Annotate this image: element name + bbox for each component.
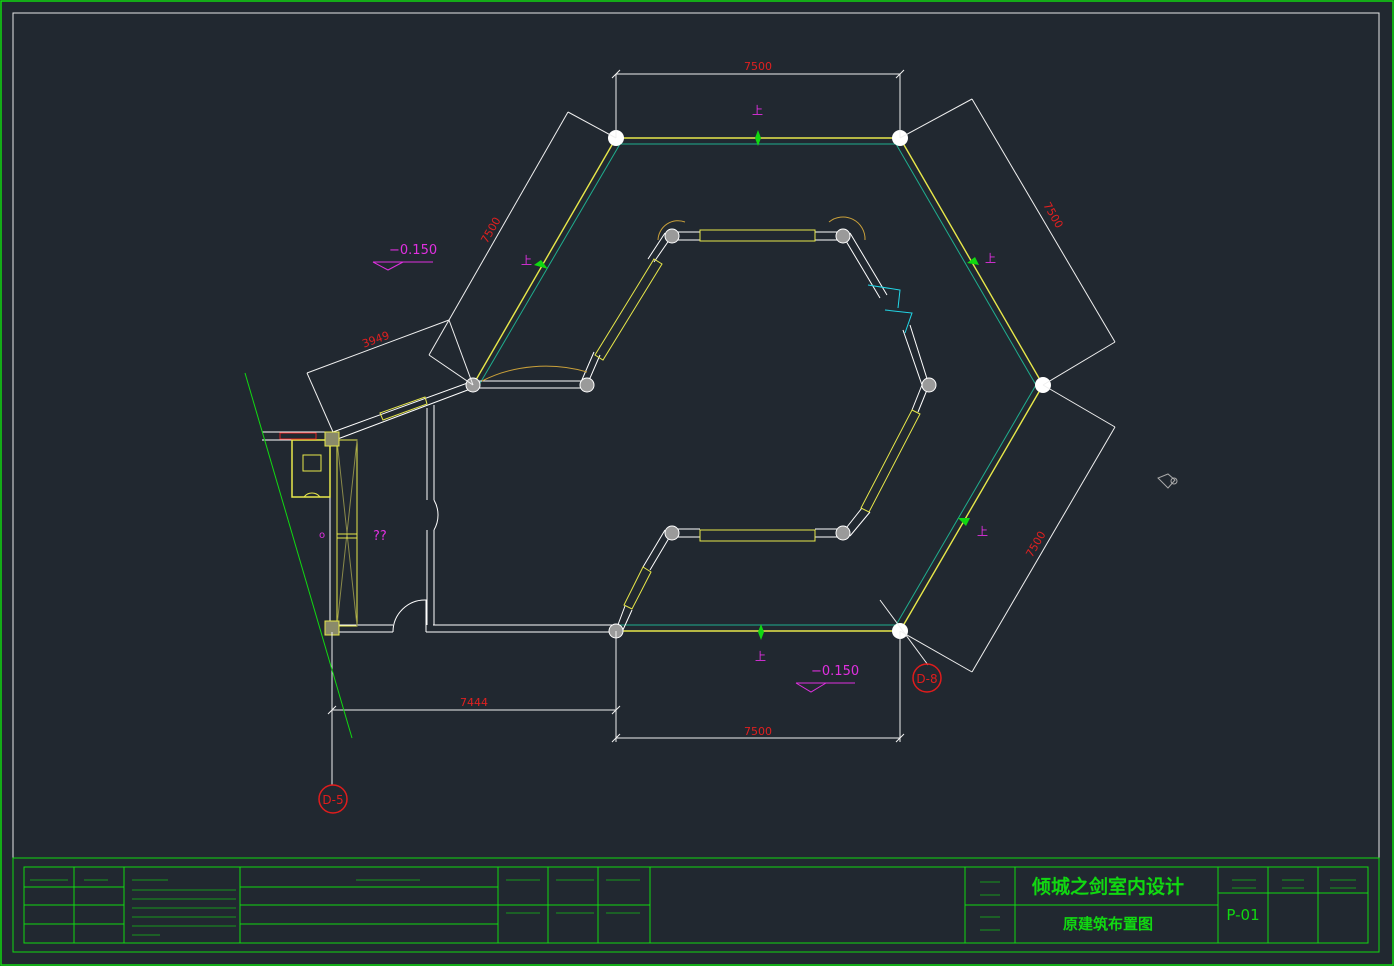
section-mark-right: 上 <box>985 252 996 265</box>
dimension-texts: 7500 7500 7500 7500 7500 3949 7444 <box>360 60 1065 738</box>
section-mark-left: 上 <box>521 254 532 267</box>
small-label: o <box>319 530 325 541</box>
axis-marker-d8: D-8 <box>912 663 942 693</box>
title-block <box>12 857 1380 953</box>
dim-bottom: 7500 <box>744 725 772 738</box>
inner-hexagon-walls <box>473 231 930 633</box>
dim-lower-right: 7500 <box>1023 529 1048 560</box>
section-mark-top: 上 <box>752 104 763 117</box>
door-arcs <box>481 216 913 382</box>
title-block-fine-text <box>30 879 1356 936</box>
outer-hexagon <box>472 137 1044 632</box>
elevation-lower-text: −0.150 <box>811 664 859 679</box>
inner-frame <box>12 12 1380 953</box>
room-label: ?? <box>373 529 387 544</box>
elevation-marker-upper: −0.150 <box>372 243 437 271</box>
drawing-title: 原建筑布置图 <box>1063 915 1153 933</box>
annex-details <box>279 396 428 636</box>
dim-top: 7500 <box>744 60 772 73</box>
section-mark-lower-right: 上 <box>977 525 988 538</box>
dim-bottom-left: 7444 <box>460 696 488 709</box>
drawing-number: P-01 <box>1226 906 1259 924</box>
elevation-upper-text: −0.150 <box>389 243 437 258</box>
break-line <box>244 372 353 739</box>
section-arrows <box>534 130 979 640</box>
svg-text:D-8: D-8 <box>916 672 937 686</box>
section-marks: 上 上 上 上 上 <box>521 104 996 663</box>
outer-hexagon-inner-line <box>478 143 1037 626</box>
annex-walls <box>262 380 616 633</box>
company-name: 倾城之剑室内设计 <box>1031 875 1184 898</box>
elevation-marker-lower: −0.150 <box>795 664 859 693</box>
inner-windows <box>594 229 921 610</box>
column-nodes <box>465 130 1051 639</box>
dim-upper-right: 7500 <box>1040 200 1065 231</box>
axis-marker-d5: D-5 <box>318 784 348 814</box>
dimension-lines <box>306 69 1116 785</box>
section-mark-bottom: 上 <box>755 650 766 663</box>
svg-text:D-5: D-5 <box>322 793 343 807</box>
ucs-icon <box>1157 473 1178 489</box>
